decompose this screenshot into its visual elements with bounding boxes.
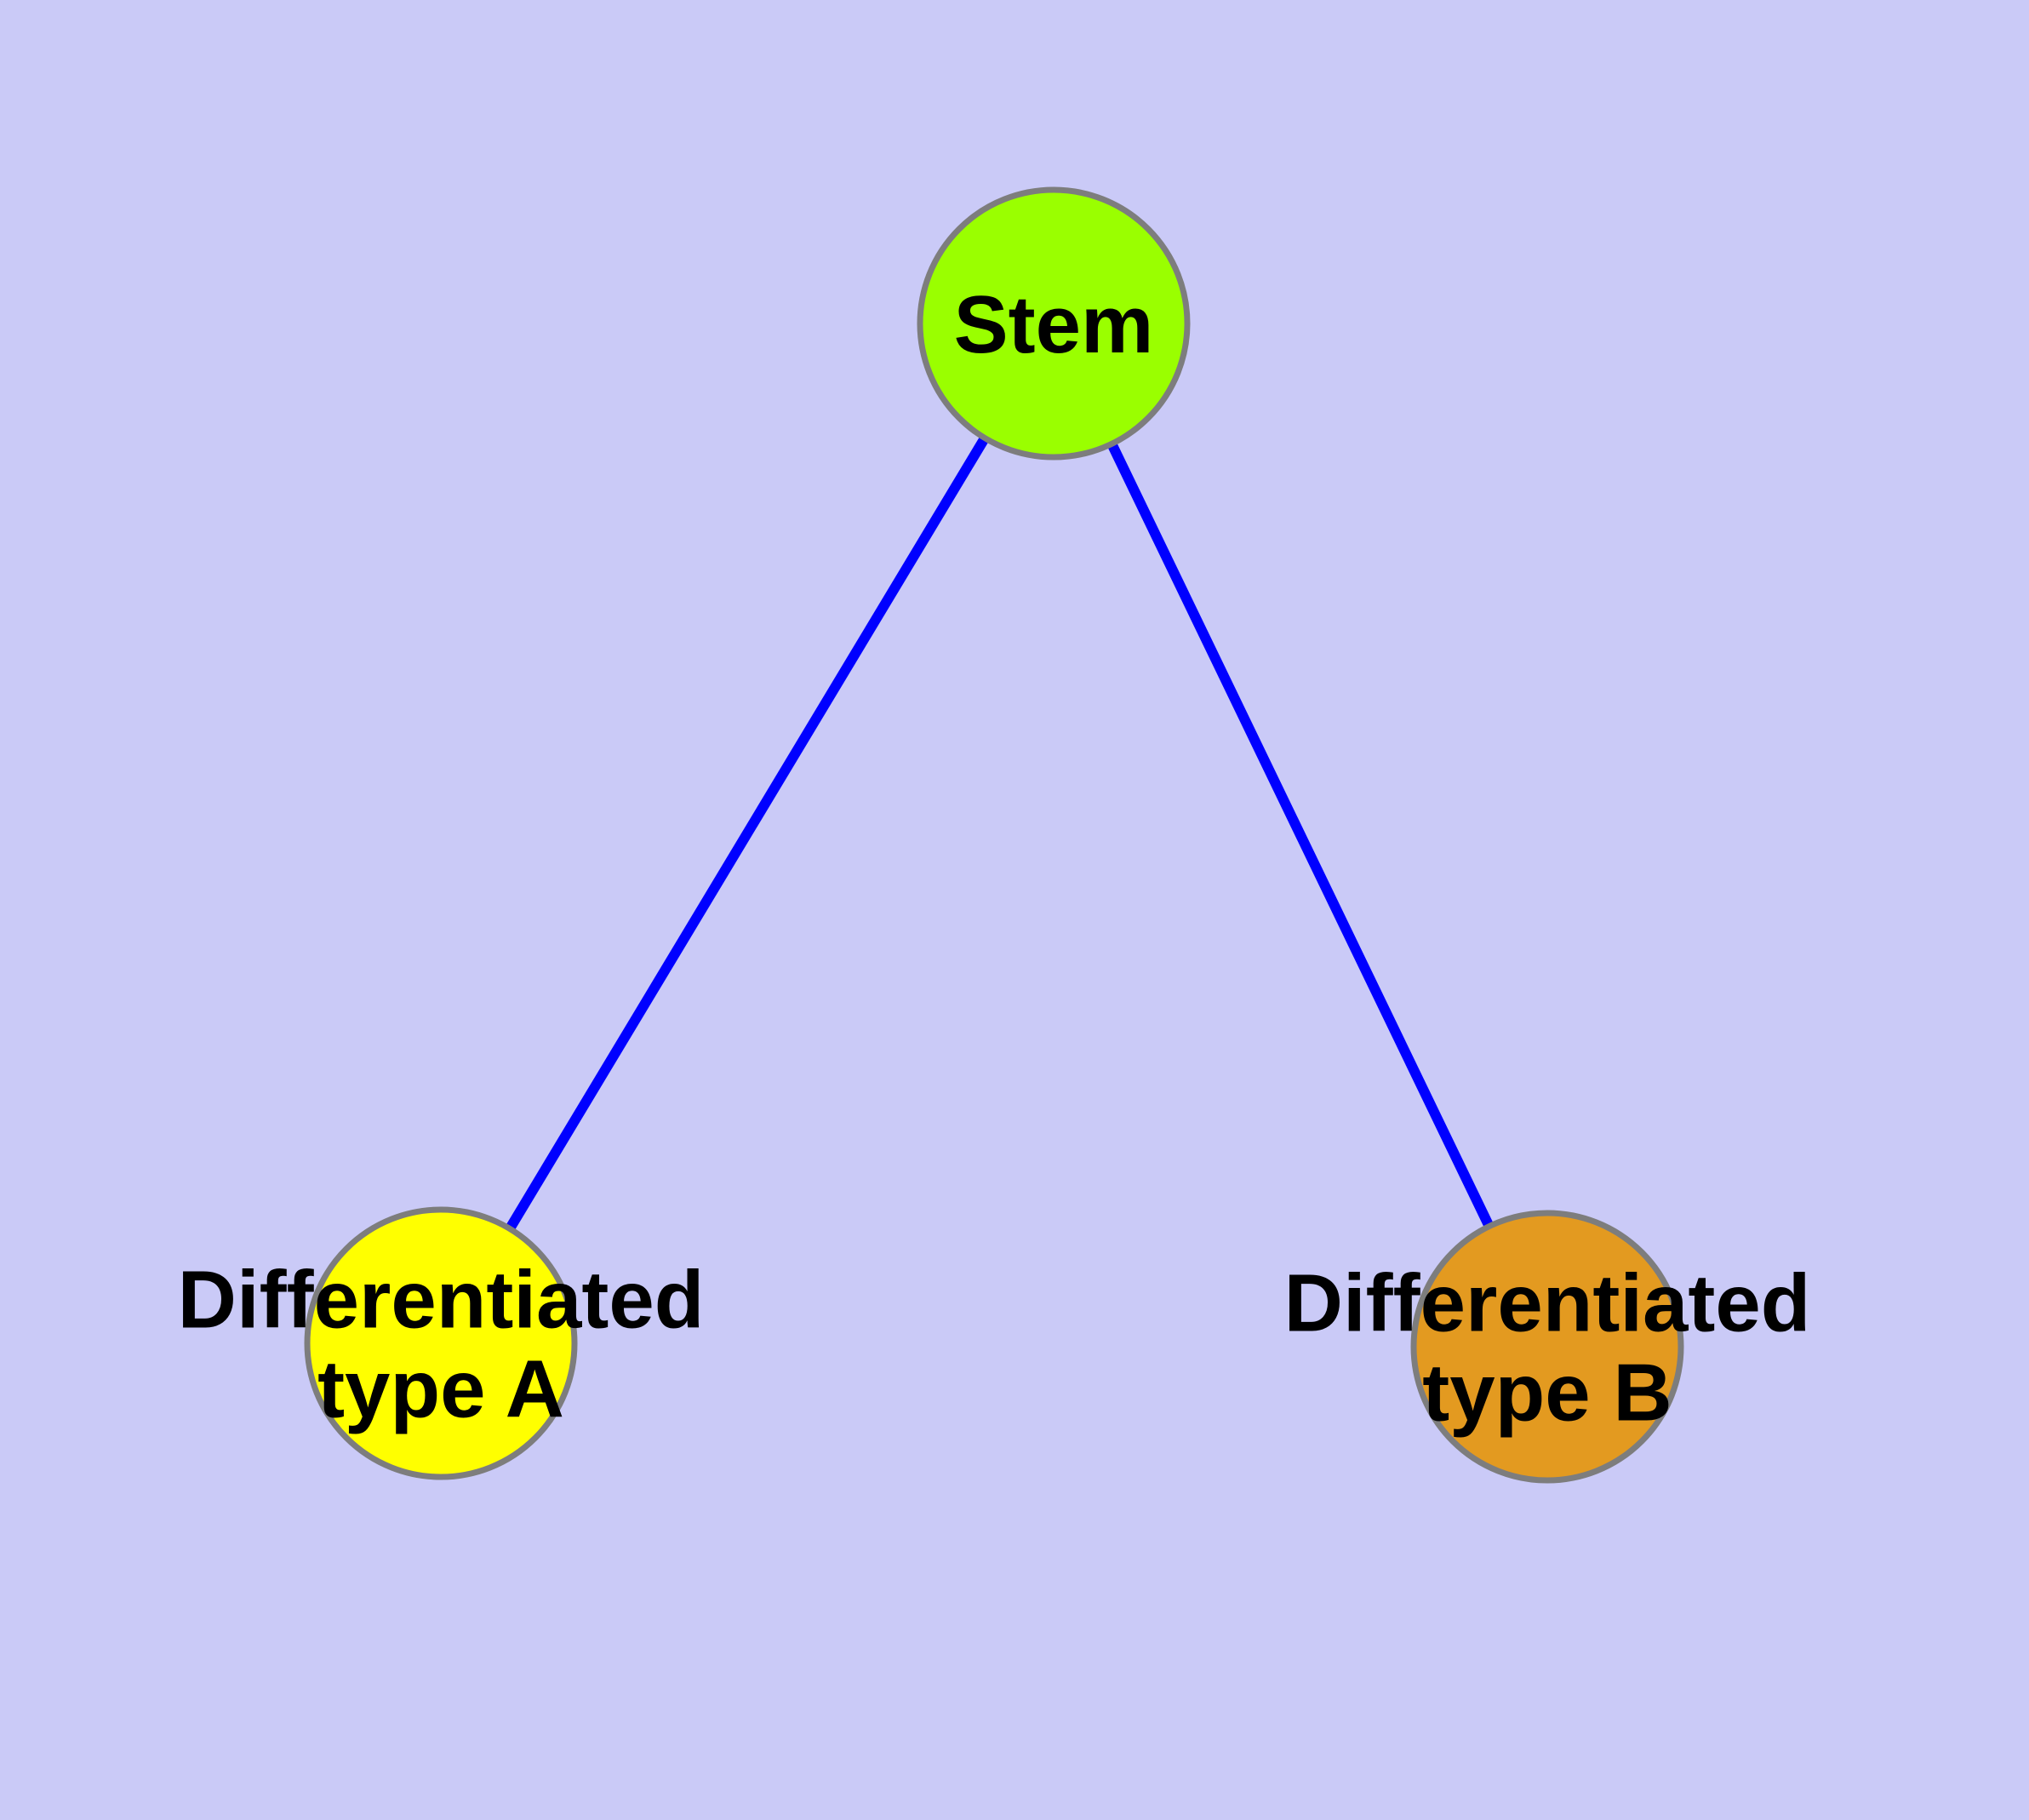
edges-layer [436, 320, 1552, 1349]
nodes-layer [304, 186, 1684, 1484]
node-differentiated-type-a [304, 1206, 578, 1480]
node-label-stem: Stem [954, 279, 1154, 370]
node-differentiated-type-b [1410, 1210, 1684, 1484]
node-stem [917, 186, 1191, 461]
edge-stem-to-differentiated-type-b [1049, 321, 1552, 1349]
edge-stem-to-differentiated-type-a [436, 320, 1059, 1347]
